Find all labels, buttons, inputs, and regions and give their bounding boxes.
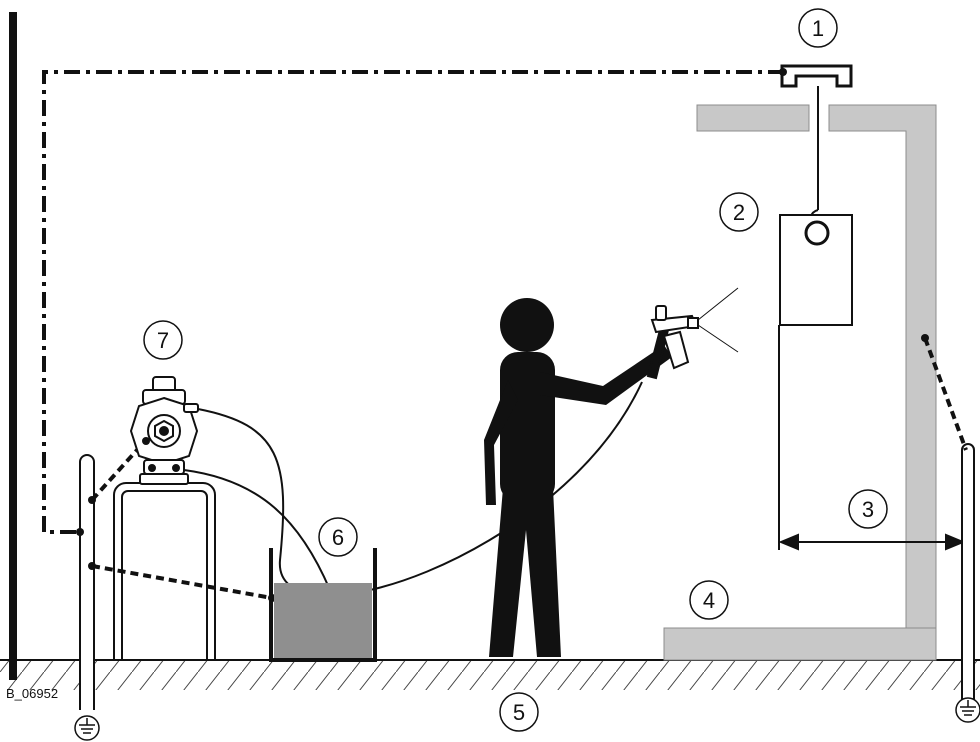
booth-wall-and-ceiling (828, 104, 937, 661)
callout-7: 7 (143, 320, 183, 360)
ground-rod-left (74, 454, 100, 741)
spray-booth (663, 104, 937, 661)
callout-2-label: 2 (733, 200, 745, 225)
hanging-part (779, 214, 853, 326)
callout-7-label: 7 (157, 328, 169, 353)
callout-1-label: 1 (812, 16, 824, 41)
pump-stand (113, 482, 216, 660)
figure-code: B_06952 (6, 686, 58, 701)
distance-dimension (778, 325, 966, 551)
callout-6-label: 6 (332, 525, 344, 550)
callout-2: 2 (719, 192, 759, 232)
left-wall (9, 12, 17, 680)
callout-6: 6 (318, 517, 358, 557)
callout-4: 4 (689, 580, 729, 620)
booth-floor (663, 627, 937, 661)
callout-3: 3 (848, 489, 888, 529)
spray-pattern (697, 287, 739, 353)
suction-hose (183, 469, 331, 591)
spray-gun (646, 305, 699, 380)
fluid-pail (269, 548, 377, 662)
diaphragm-pump (129, 376, 199, 485)
callout-4-label: 4 (703, 588, 715, 613)
booth-ground-wire (923, 337, 968, 451)
pail-ground-wire (91, 564, 273, 600)
operator-figure (484, 298, 672, 657)
floor-hatching (0, 660, 980, 690)
conveyor-hanger (780, 64, 853, 227)
booth-ceiling-left (696, 104, 810, 132)
ground-rod-right (955, 443, 980, 723)
fluid-supply-hose (197, 381, 643, 597)
hanger-ground-wire (42, 70, 784, 534)
callout-5-label: 5 (513, 700, 525, 725)
callout-3-label: 3 (862, 497, 874, 522)
callout-1: 1 (798, 8, 838, 48)
callout-5: 5 (499, 692, 539, 732)
